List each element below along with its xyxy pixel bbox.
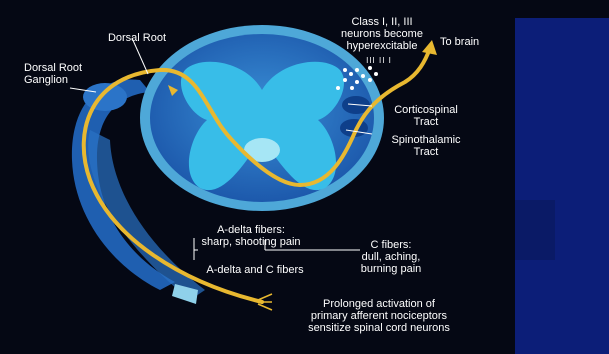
- side-panel-notch: [515, 200, 555, 260]
- side-panel: [515, 18, 609, 354]
- nerve-ending: [258, 294, 272, 310]
- dorsal-root-label: Dorsal Root: [92, 32, 182, 44]
- prolonged-activation-label: Prolonged activation of primary afferent…: [284, 298, 474, 334]
- spinothalamic-tract-label: Spinothalamic Tract: [376, 134, 476, 158]
- corticospinal-tract-label: Corticospinal Tract: [378, 104, 474, 128]
- a-delta-and-c-label: A-delta and C fibers: [190, 264, 320, 276]
- class-marks-label: III II I: [354, 56, 404, 65]
- c-fibers-label: C fibers: dull, aching, burning pain: [348, 239, 434, 275]
- dorsal-root-ganglion-label: Dorsal Root Ganglion: [24, 62, 104, 86]
- to-brain-label: To brain: [440, 36, 510, 48]
- class-neurons-label: Class I, II, III neurons become hyperexc…: [322, 16, 442, 52]
- a-delta-fibers-label: A-delta fibers: sharp, shooting pain: [186, 224, 316, 248]
- dorsal-root-ganglion: [83, 83, 127, 111]
